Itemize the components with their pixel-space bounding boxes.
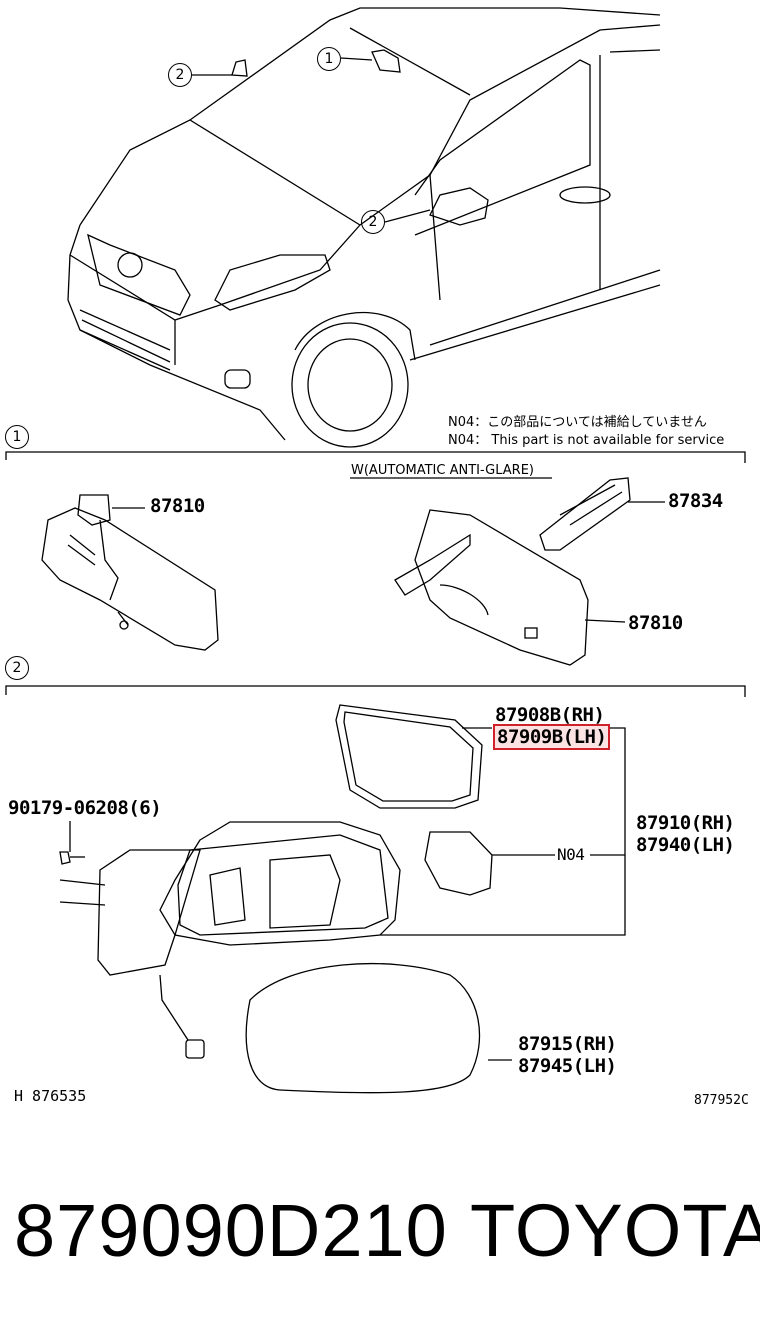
part-87908b-rh[interactable]: 87908B(RH) bbox=[495, 704, 605, 726]
footer-part-number: 879090D210 bbox=[14, 1189, 448, 1272]
section2-marker: 2 bbox=[5, 656, 29, 680]
part-87910-rh[interactable]: 87910(RH) bbox=[636, 812, 735, 834]
ref-left: H 876535 bbox=[14, 1087, 87, 1105]
callout-1-inner-mirror[interactable]: 1 bbox=[317, 47, 341, 71]
part-87834[interactable]: 87834 bbox=[668, 490, 723, 512]
part-87810-right[interactable]: 87810 bbox=[628, 612, 683, 634]
part-87945-lh[interactable]: 87945(LH) bbox=[518, 1055, 617, 1077]
note-jp: N04：この部品については補給していません bbox=[448, 415, 707, 430]
callout-2-door-mirror[interactable]: 2 bbox=[361, 210, 385, 234]
section1-drawing bbox=[5, 451, 746, 666]
car-illustration bbox=[67, 7, 661, 448]
section2-drawing bbox=[5, 685, 746, 1094]
callout-2-mirror-top[interactable]: 2 bbox=[168, 63, 192, 87]
note-en: N04： This part is not available for serv… bbox=[448, 433, 725, 448]
section1-marker: 1 bbox=[5, 425, 29, 449]
ref-right: 877952C bbox=[694, 1093, 749, 1108]
part-87915-rh[interactable]: 87915(RH) bbox=[518, 1033, 617, 1055]
note-n04-actuator: N04 bbox=[557, 845, 585, 864]
part-87810-left[interactable]: 87810 bbox=[150, 495, 205, 517]
footer-brand: TOYOTA bbox=[470, 1189, 760, 1272]
variant-label: W(AUTOMATIC ANTI-GLARE) bbox=[351, 463, 534, 478]
part-screw[interactable]: 90179-06208(6) bbox=[8, 797, 162, 819]
part-87909b-lh-highlighted[interactable]: 87909B(LH) bbox=[492, 724, 611, 750]
part-87940-lh[interactable]: 87940(LH) bbox=[636, 834, 735, 856]
